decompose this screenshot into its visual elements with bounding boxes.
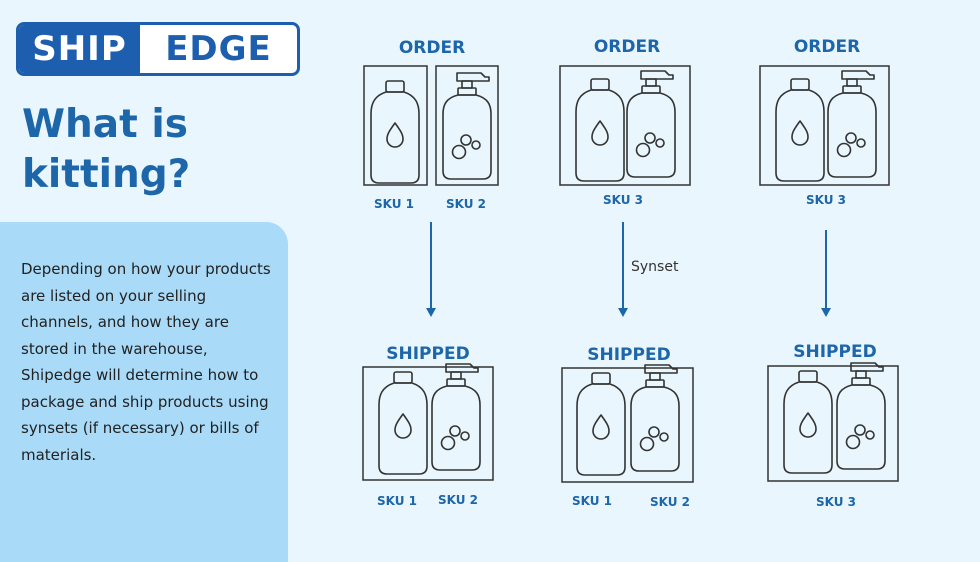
pump-bottle-icon xyxy=(827,70,877,178)
pump-bottle-icon xyxy=(431,363,481,471)
droplet-bottle-icon xyxy=(775,78,825,182)
shipped-1-sku-1: SKU 1 xyxy=(376,494,417,508)
order-heading-3: ORDER xyxy=(793,37,861,57)
order-3-sku-3: SKU 3 xyxy=(805,193,846,207)
shipped-heading-1: SHIPPED xyxy=(386,344,470,364)
shipped-heading-2: SHIPPED xyxy=(587,345,671,365)
pump-bottle-icon xyxy=(836,362,886,470)
shipped-1-box xyxy=(362,366,494,481)
pump-bottle-icon xyxy=(442,72,492,180)
order-1-box-2 xyxy=(435,65,499,186)
description-text: Depending on how your products are liste… xyxy=(21,260,271,464)
droplet-bottle-icon xyxy=(783,370,833,474)
shipped-2-sku-1: SKU 1 xyxy=(571,494,612,508)
pump-bottle-icon xyxy=(626,70,676,178)
order-3-box xyxy=(759,65,890,186)
synset-label: Synset xyxy=(631,259,679,275)
arrow-1-head xyxy=(426,308,436,317)
order-2-sku-3: SKU 3 xyxy=(602,193,643,207)
shipped-1-sku-2: SKU 2 xyxy=(437,493,478,507)
shipped-3-sku-3: SKU 3 xyxy=(815,495,856,509)
shipedge-logo: SHIP EDGE xyxy=(16,22,300,76)
arrow-2-head xyxy=(618,308,628,317)
shipped-2-sku-2: SKU 2 xyxy=(649,495,690,509)
droplet-bottle-icon xyxy=(378,371,428,475)
droplet-bottle-icon xyxy=(370,80,420,184)
logo-ship: SHIP xyxy=(19,25,140,73)
order-1-sku-1: SKU 1 xyxy=(373,197,414,211)
order-2-box xyxy=(559,65,691,186)
order-1-box-1 xyxy=(363,65,428,186)
shipped-3-box xyxy=(767,365,899,482)
pump-bottle-icon xyxy=(630,364,680,472)
arrow-3-head xyxy=(821,308,831,317)
order-1-sku-2: SKU 2 xyxy=(445,197,486,211)
shipped-2-box xyxy=(561,367,694,483)
description-panel xyxy=(0,222,288,562)
droplet-bottle-icon xyxy=(575,78,625,182)
order-heading-1: ORDER xyxy=(398,38,466,58)
logo-edge: EDGE xyxy=(165,29,272,69)
page-title: What is kitting? xyxy=(22,102,191,197)
order-heading-2: ORDER xyxy=(593,37,661,57)
shipped-heading-3: SHIPPED xyxy=(793,342,877,362)
droplet-bottle-icon xyxy=(576,372,626,476)
